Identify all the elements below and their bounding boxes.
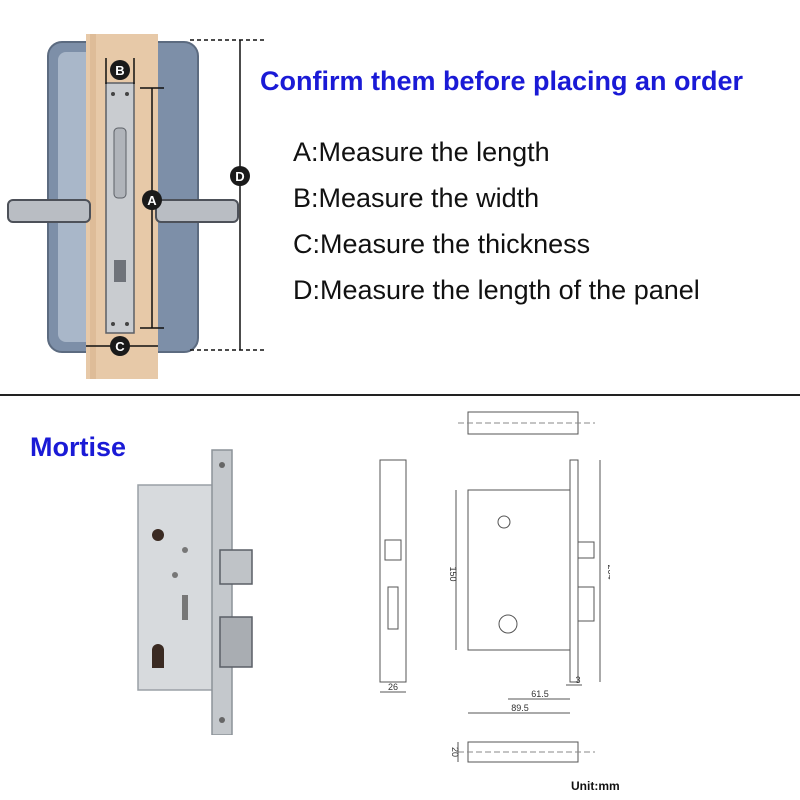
mortise-photo <box>137 449 253 735</box>
instruction-d: D:Measure the length of the panel <box>293 275 700 305</box>
photo-cylinder-hole <box>152 644 164 668</box>
drawing-latch <box>577 541 595 559</box>
drawing-faceplate-bolt <box>387 586 399 630</box>
faceplate-screw <box>111 92 115 96</box>
page-headline: Confirm them before placing an order <box>260 66 744 96</box>
right-handle <box>155 199 239 223</box>
left-handle <box>7 199 91 223</box>
drawing-cylinder <box>498 614 518 634</box>
dim-61-5-label: 61.5 <box>531 689 549 699</box>
mortise-faceplate-photo <box>211 449 233 735</box>
marker-b-circle <box>110 60 130 80</box>
photo-slot <box>182 595 188 620</box>
dim-150-label: 150 <box>448 566 458 581</box>
photo-hole <box>182 547 188 553</box>
marker-d-circle <box>230 166 250 186</box>
drawing-bolt <box>577 586 595 622</box>
drawing-side-plate <box>569 459 579 683</box>
door-grain <box>90 34 96 379</box>
mortise-technical-drawing: 150 204 26 3 61.5 89.5 20 <box>379 411 610 763</box>
photo-hole <box>172 572 178 578</box>
faceplate-screw <box>125 322 129 326</box>
photo-deadbolt <box>219 616 253 668</box>
drawing-body <box>467 489 571 651</box>
dim-204-label: 204 <box>606 564 610 579</box>
faceplate-screw <box>111 322 115 326</box>
instruction-a: A:Measure the length <box>293 137 550 167</box>
section-divider <box>0 394 800 396</box>
marker-b-label: B <box>115 63 124 78</box>
photo-latch-bolt <box>219 549 253 585</box>
drawing-spindle <box>497 515 511 529</box>
photo-screw <box>219 717 225 723</box>
faceplate-screw <box>125 92 129 96</box>
measurement-instructions: A:Measure the length B:Measure the width… <box>293 134 700 318</box>
lock-measure-diagram: B A C D <box>7 34 266 379</box>
dim-26-label: 26 <box>388 682 398 692</box>
marker-a-label: A <box>147 193 157 208</box>
dim-89-5-label: 89.5 <box>511 703 529 713</box>
photo-hole <box>152 529 164 541</box>
dim-20-label: 20 <box>450 747 460 757</box>
dim-3-label: 3 <box>575 675 580 685</box>
marker-a-circle <box>142 190 162 210</box>
mortise-faceplate <box>105 82 135 334</box>
photo-screw <box>219 462 225 468</box>
faceplate-slot <box>113 127 127 199</box>
mortise-title: Mortise <box>30 432 127 462</box>
faceplate-latch <box>114 260 126 282</box>
instruction-c: C:Measure the thickness <box>293 229 591 259</box>
marker-c-circle <box>110 336 130 356</box>
marker-c-label: C <box>115 339 125 354</box>
unit-label: Unit:mm <box>571 779 620 793</box>
instruction-b: B:Measure the width <box>293 183 540 213</box>
drawing-faceplate-latch <box>384 539 402 561</box>
marker-d-label: D <box>235 169 244 184</box>
drawing-faceplate <box>379 459 407 683</box>
